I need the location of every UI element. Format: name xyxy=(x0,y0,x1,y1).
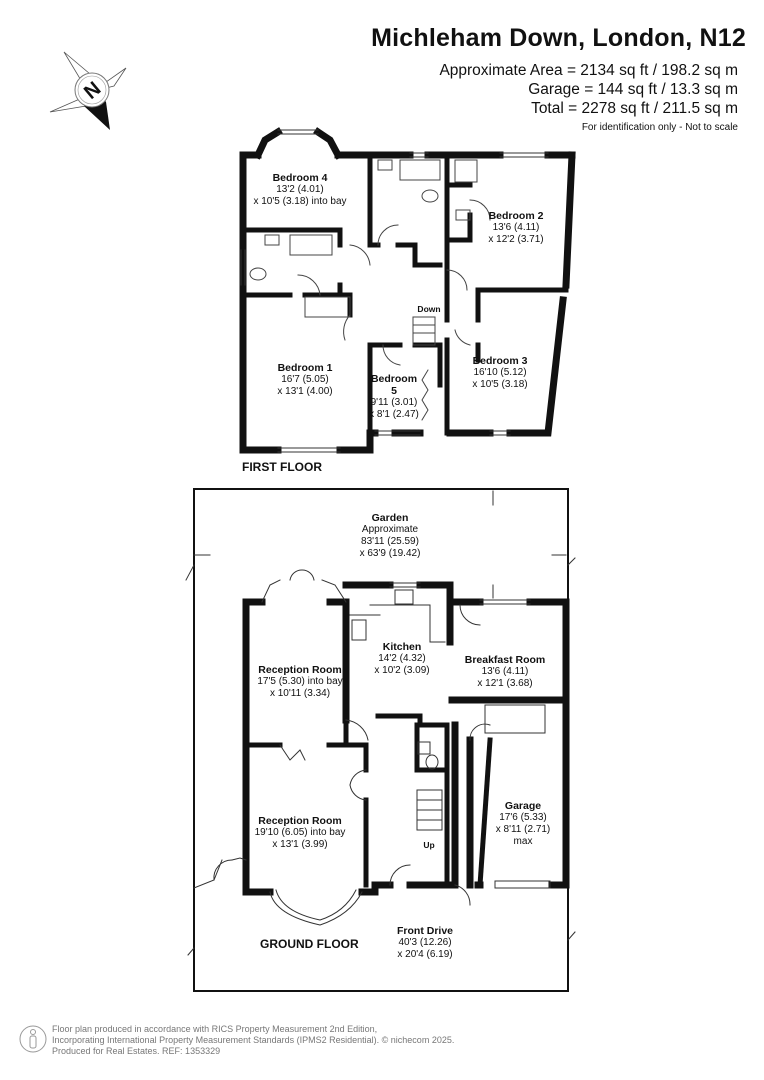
property-title: Michleham Down, London, N12 xyxy=(371,24,746,52)
person-icon xyxy=(18,1024,48,1054)
first-floor-label: FIRST FLOOR xyxy=(242,460,322,474)
approximate-area: Approximate Area = 2134 sq ft / 198.2 sq… xyxy=(439,62,738,79)
area-garden: Garden Approximate 83'11 (25.59) x 63'9 … xyxy=(359,512,421,559)
room-reception-room-rear: Reception Room 17'5 (5.30) into bay x 10… xyxy=(257,664,343,699)
room-breakfast-room: Breakfast Room 13'6 (4.11) x 12'1 (3.68) xyxy=(464,654,546,689)
total-area: Total = 2278 sq ft / 211.5 sq m xyxy=(531,100,738,117)
room-bedroom-5: Bedroom 5 9'11 (3.01) x 8'1 (2.47) xyxy=(369,373,419,420)
scale-disclaimer: For identification only - Not to scale xyxy=(581,122,738,133)
room-bedroom-3: Bedroom 3 16'10 (5.12) x 10'5 (3.18) xyxy=(472,355,528,390)
footer-notes: Floor plan produced in accordance with R… xyxy=(52,1024,455,1056)
room-kitchen: Kitchen 14'2 (4.32) x 10'2 (3.09) xyxy=(374,641,430,676)
north-compass-icon: N xyxy=(48,40,148,140)
stairs-down-label: Down xyxy=(417,304,441,314)
ground-floor-label: GROUND FLOOR xyxy=(260,937,359,951)
garage-area: Garage = 144 sq ft / 13.3 sq m xyxy=(528,81,738,98)
room-bedroom-1: Bedroom 1 16'7 (5.05) x 13'1 (4.00) xyxy=(277,362,333,397)
stairs-up-label: Up xyxy=(423,840,435,850)
first-floor-walls xyxy=(239,127,576,454)
room-reception-room-front: Reception Room 19'10 (6.05) into bay x 1… xyxy=(254,815,346,850)
area-front-drive: Front Drive 40'3 (12.26) x 20'4 (6.19) xyxy=(396,925,454,960)
room-bedroom-2: Bedroom 2 13'6 (4.11) x 12'2 (3.71) xyxy=(488,210,544,245)
room-bedroom-4: Bedroom 4 13'2 (4.01) x 10'5 (3.18) into… xyxy=(253,172,347,207)
room-garage: Garage 17'6 (5.33) x 8'11 (2.71) max xyxy=(495,800,551,847)
